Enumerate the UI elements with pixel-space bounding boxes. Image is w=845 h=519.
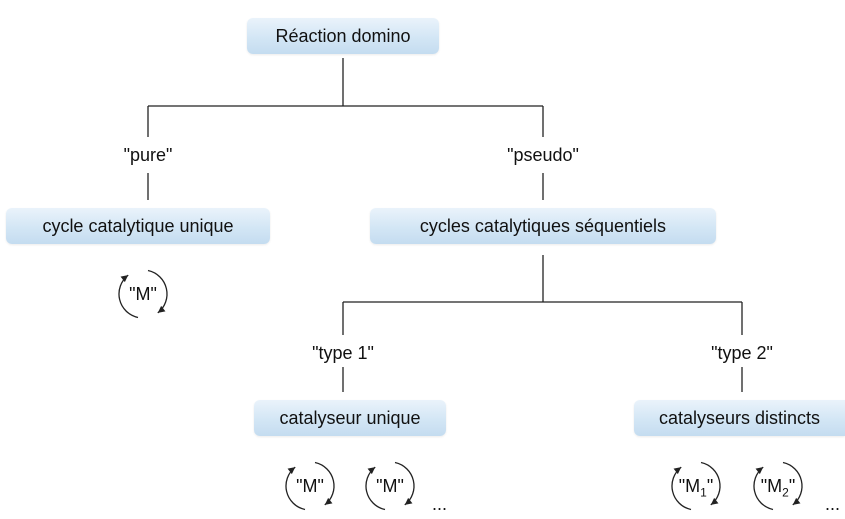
ellipsis-type1: ... (432, 494, 448, 514)
catalytic-cycle-type2-m1: "M1" (666, 456, 726, 516)
cycle-arrowhead (673, 467, 682, 475)
single-catalyst-node: catalyseur unique (254, 400, 446, 436)
single-catalyst-label: catalyseur unique (279, 408, 421, 428)
catalytic-cycle-type1-a: "M" (280, 456, 340, 516)
cycle-arrowhead (792, 497, 801, 505)
cycle-metal-label: "M" (129, 284, 157, 304)
single-cycle-node: cycle catalytique unique (6, 208, 270, 244)
cycle-arrow-ring (365, 461, 415, 511)
cycle-arrowhead (755, 467, 764, 475)
ellipsis-type2: ... (825, 494, 841, 514)
sequential-cycles-label: cycles catalytiques séquentiels (419, 216, 667, 236)
cycle-metal-label: "M" (376, 476, 404, 496)
cycle-arrowhead (324, 497, 333, 505)
cycle-arrowhead (120, 275, 129, 283)
pseudo-branch-label: "pseudo" (507, 145, 579, 165)
cycle-metal-label: "M1" (678, 476, 714, 500)
type2-label: "type 2" (711, 343, 773, 363)
sequential-cycles-node: cycles catalytiques séquentiels (370, 208, 716, 244)
catalytic-cycle-type2-m2: "M2" (748, 456, 808, 516)
catalytic-cycle-pure: "M" (113, 264, 173, 324)
type1-label: "type 1" (312, 343, 374, 363)
cycle-arrow-ring (671, 461, 721, 511)
pure-branch-label: "pure" (123, 145, 173, 165)
cycle-arrowhead (367, 467, 376, 475)
cycle-arrowhead (404, 497, 413, 505)
distinct-catalysts-node: catalyseurs distincts (634, 400, 845, 436)
single-cycle-label: cycle catalytique unique (42, 216, 234, 236)
root-label: Réaction domino (275, 26, 411, 46)
distinct-catalysts-label: catalyseurs distincts (658, 408, 821, 428)
cycle-arrowhead (157, 305, 166, 313)
root-node: Réaction domino (247, 18, 439, 54)
cycle-arrow-ring (118, 269, 168, 319)
cycle-metal-label: "M" (296, 476, 324, 496)
cycle-arrow-ring (285, 461, 335, 511)
cycle-metal-label: "M2" (760, 476, 796, 500)
cycle-arrowhead (287, 467, 296, 475)
cycle-arrowhead (710, 497, 719, 505)
cycle-arrow-ring (753, 461, 803, 511)
catalytic-cycle-type1-b: "M" (360, 456, 420, 516)
